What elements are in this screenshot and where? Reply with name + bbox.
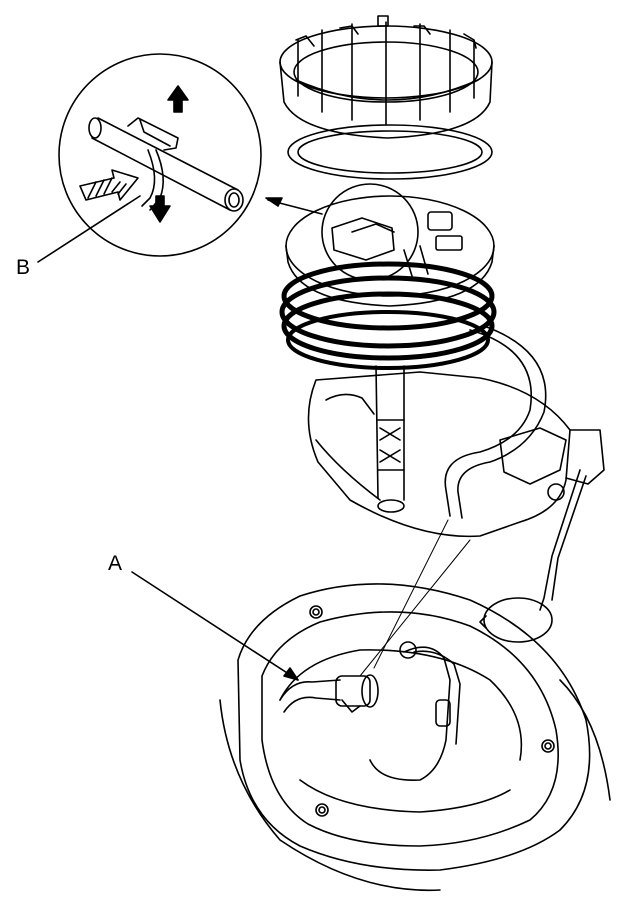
tank-opening [219, 583, 611, 892]
hatched-arrow-icon [79, 169, 139, 201]
detail-source-circle [321, 183, 419, 281]
fuel-line-connector [279, 641, 461, 781]
seal-rings [279, 261, 497, 370]
callout-label-b: B [16, 256, 31, 279]
callout-label-a: A [108, 552, 123, 575]
gasket [287, 124, 493, 180]
leader-line-b [37, 195, 141, 263]
lock-ring [279, 15, 493, 139]
detail-circle [58, 53, 262, 257]
leader-line-a [131, 571, 299, 681]
pump-body [307, 325, 605, 643]
arrow-down-icon [149, 195, 171, 223]
detail-pointer-arrow [265, 197, 323, 215]
arrow-up-icon [167, 85, 189, 113]
alignment-lines [359, 519, 471, 677]
